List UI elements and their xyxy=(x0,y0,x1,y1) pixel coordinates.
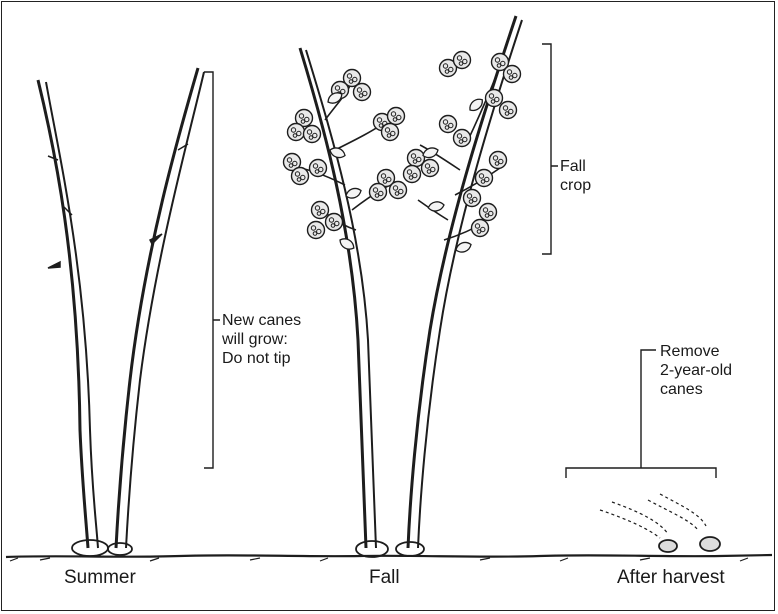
new-canes-bracket xyxy=(204,72,220,468)
fall-crop-bracket xyxy=(542,44,558,254)
new-canes-note: New canes will grow: Do not tip xyxy=(222,311,301,369)
fall-crop-note: Fall crop xyxy=(560,157,591,195)
cut-canes xyxy=(600,494,720,552)
fall-canes xyxy=(284,16,523,557)
stage-label-summer: Summer xyxy=(64,567,136,590)
remove-canes-note: Remove 2-year-old canes xyxy=(660,342,732,400)
stage-label-after-harvest: After harvest xyxy=(617,567,725,590)
stage-label-fall: Fall xyxy=(369,567,400,590)
summer-canes xyxy=(38,68,204,556)
ground-line xyxy=(6,555,772,561)
